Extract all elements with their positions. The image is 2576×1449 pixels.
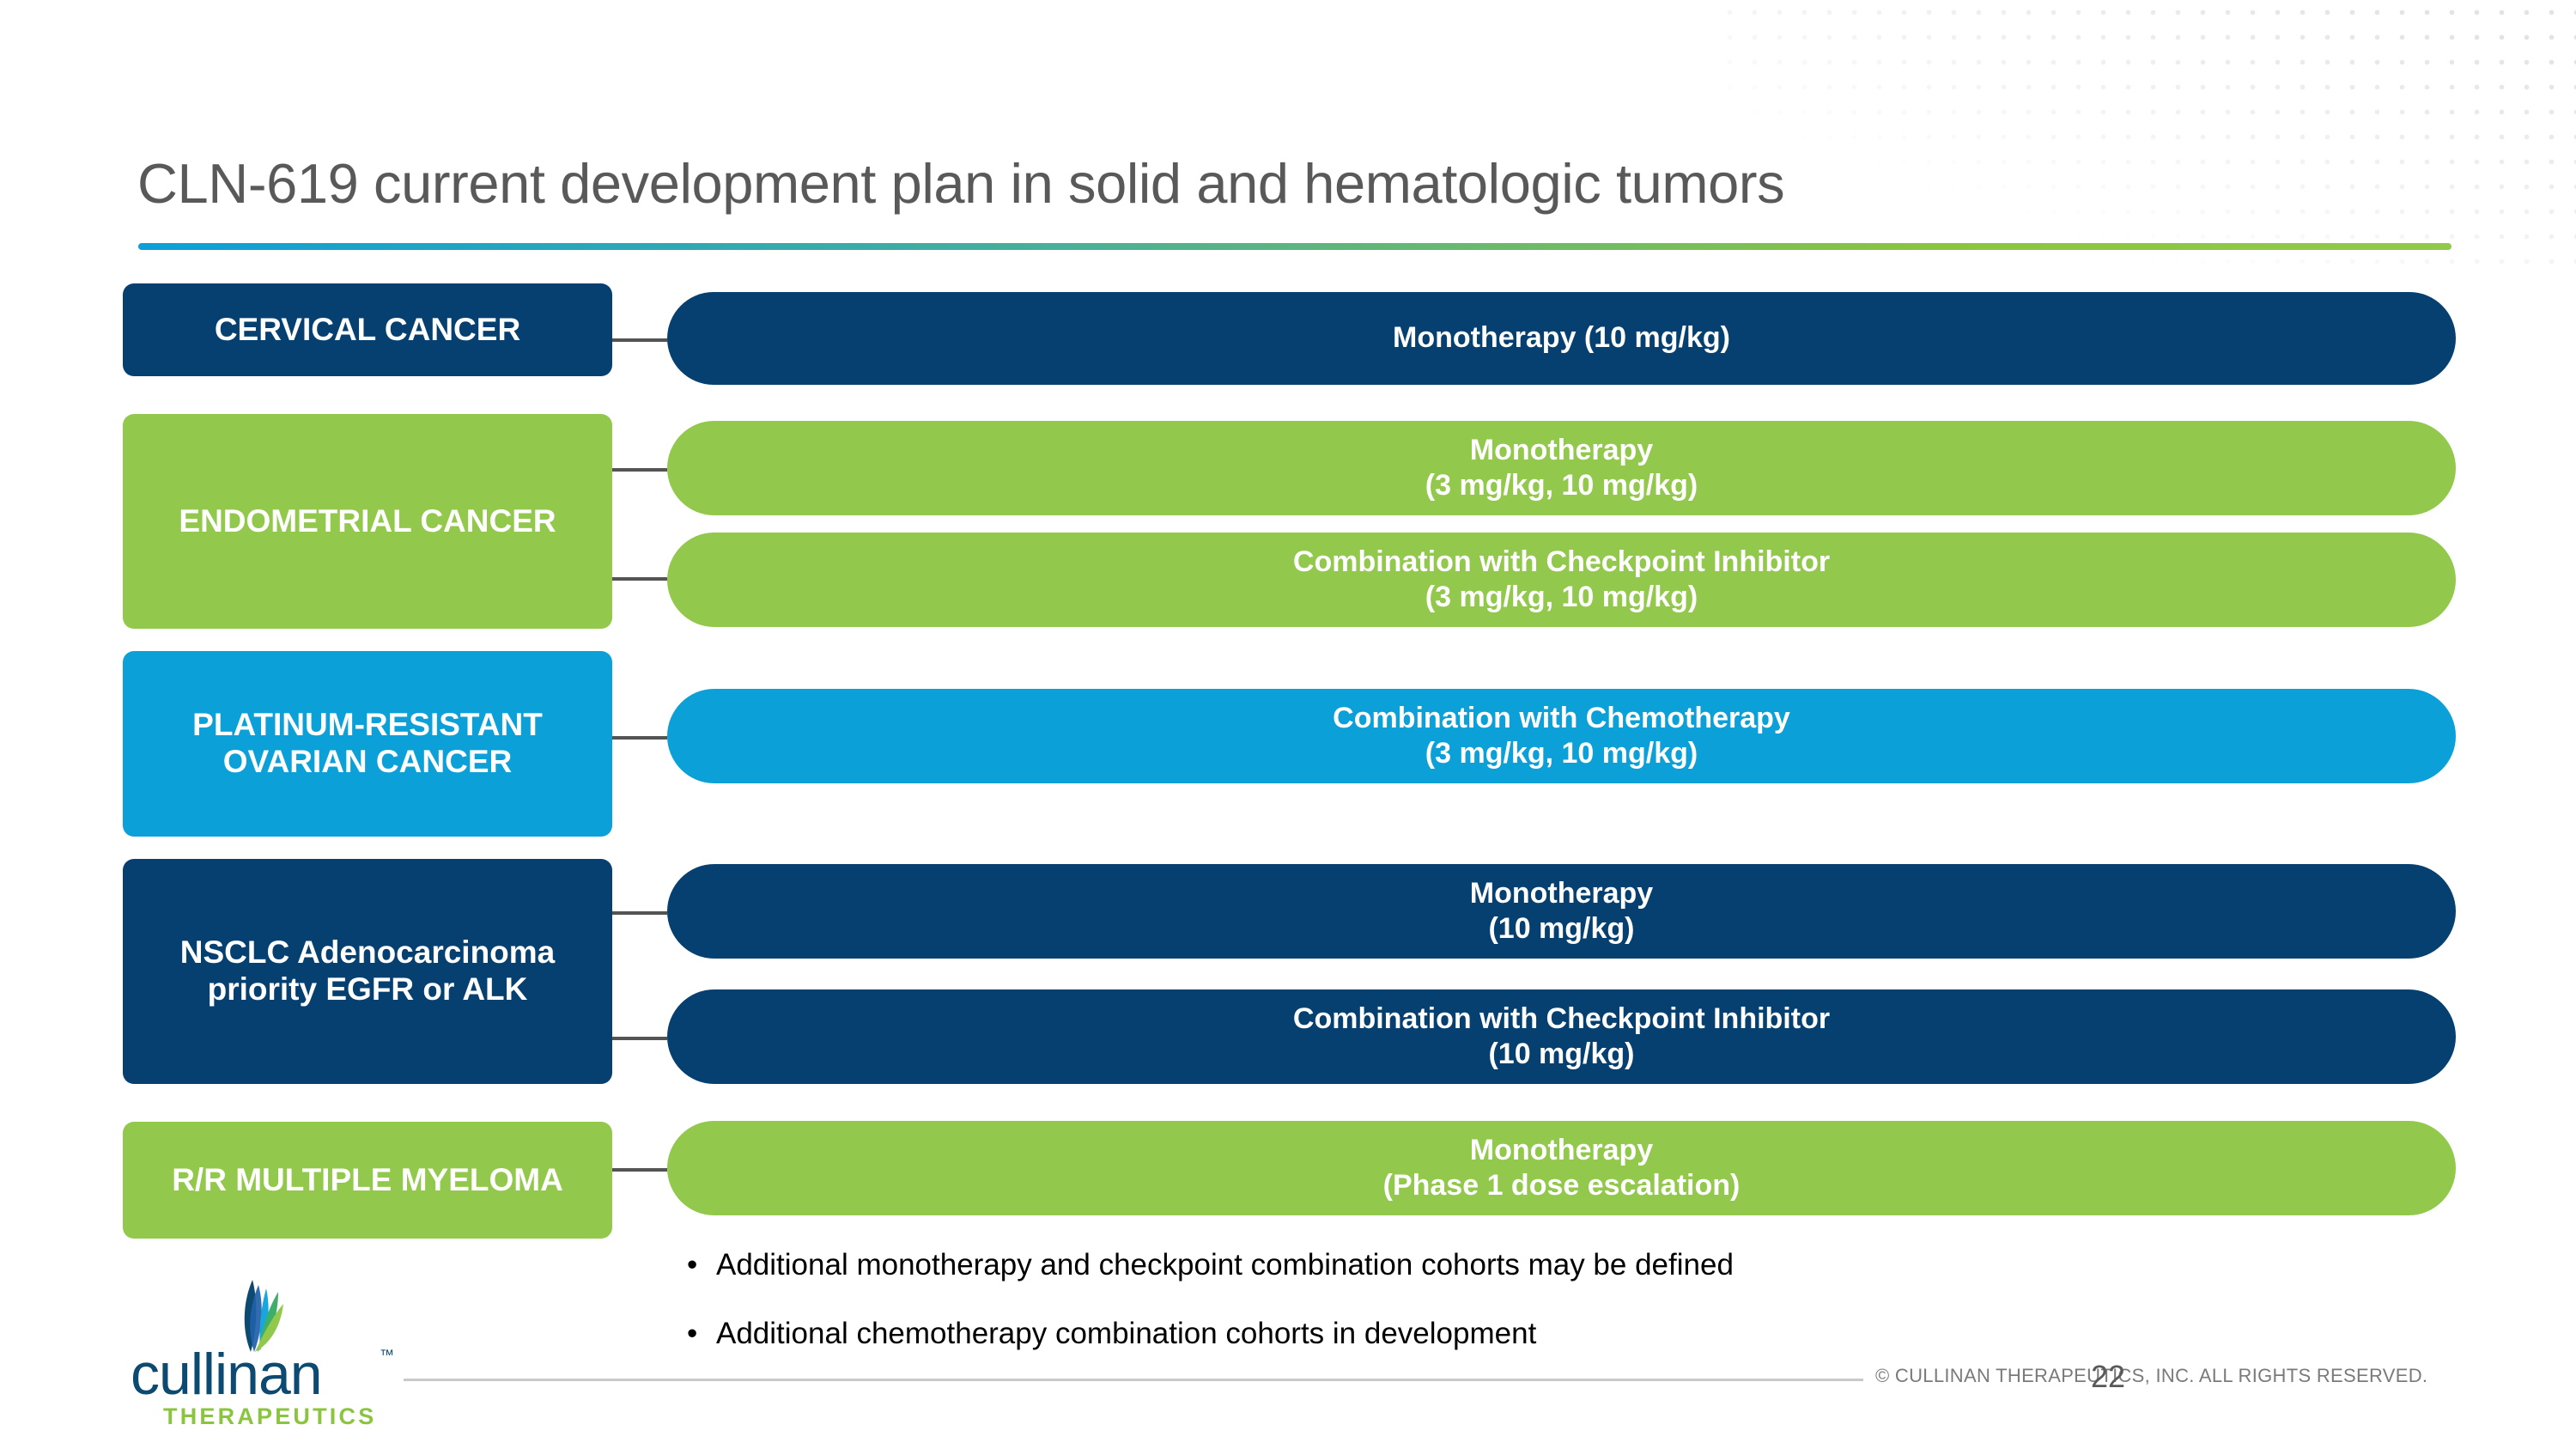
treatment-arm-line1: Monotherapy: [1469, 876, 1654, 910]
footnote-bullet-list: • Additional monotherapy and checkpoint …: [687, 1247, 2318, 1385]
treatment-arm-bar-cervical-monotherapy[interactable]: Monotherapy (10 mg/kg): [667, 292, 2456, 385]
title-underline-gradient-rule: [138, 243, 2451, 250]
bullet-marker-icon: •: [687, 1248, 698, 1282]
connector-line-myeloma: [612, 1168, 667, 1172]
indication-label-rr-multiple-myeloma[interactable]: R/R MULTIPLE MYELOMA: [123, 1122, 612, 1239]
indication-label-endometrial-cancer[interactable]: ENDOMETRIAL CANCER: [123, 414, 612, 629]
treatment-arm-line2: (10 mg/kg): [1488, 1038, 1635, 1070]
treatment-arm-line2: (3 mg/kg, 10 mg/kg): [1425, 581, 1698, 613]
connector-line-endometrial-combo: [612, 577, 667, 581]
bullet-marker-icon: •: [687, 1317, 698, 1350]
connector-line-endometrial-mono: [612, 468, 667, 472]
treatment-arm-text: Monotherapy (Phase 1 dose escalation): [1383, 1133, 1741, 1204]
connector-line-ovarian: [612, 736, 667, 740]
treatment-arm-bar-endometrial-checkpoint-combo[interactable]: Combination with Checkpoint Inhibitor (3…: [667, 533, 2456, 627]
treatment-arm-line1: Monotherapy (10 mg/kg): [1393, 321, 1730, 355]
logo-trademark-symbol: ™: [380, 1347, 394, 1363]
indication-label-text: R/R MULTIPLE MYELOMA: [172, 1161, 563, 1197]
treatment-arm-line2: (3 mg/kg, 10 mg/kg): [1425, 469, 1698, 502]
treatment-arm-line1: Combination with Checkpoint Inhibitor: [1292, 545, 1831, 578]
cullinan-therapeutics-logo: cullinan ™ THERAPEUTICS: [131, 1278, 414, 1428]
page-number: 22: [2091, 1359, 2126, 1394]
logo-wordmark: cullinan: [131, 1342, 323, 1407]
connector-line-nsclc-combo: [612, 1037, 667, 1040]
bullet-text: Additional chemotherapy combination coho…: [716, 1317, 1537, 1350]
treatment-arm-line1: Monotherapy: [1469, 1133, 1654, 1166]
treatment-arm-line1: Monotherapy: [1469, 433, 1654, 466]
treatment-arm-text: Monotherapy (10 mg/kg): [1393, 320, 1730, 356]
treatment-arm-line1: Combination with Checkpoint Inhibitor: [1292, 1002, 1831, 1035]
footer-divider-line: [404, 1379, 1863, 1381]
list-item: • Additional chemotherapy combination co…: [687, 1316, 2318, 1352]
indication-label-text: NSCLC Adenocarcinoma priority EGFR or AL…: [179, 935, 556, 1007]
treatment-arm-bar-nsclc-checkpoint-combo[interactable]: Combination with Checkpoint Inhibitor (1…: [667, 989, 2456, 1084]
treatment-arm-line2: (10 mg/kg): [1488, 912, 1635, 945]
indication-label-text: ENDOMETRIAL CANCER: [179, 502, 556, 539]
treatment-arm-bar-endometrial-monotherapy[interactable]: Monotherapy (3 mg/kg, 10 mg/kg): [667, 421, 2456, 515]
indication-label-cervical-cancer[interactable]: CERVICAL CANCER: [123, 283, 612, 376]
bullet-text: Additional monotherapy and checkpoint co…: [716, 1248, 1734, 1282]
connector-line-cervical: [612, 338, 667, 342]
logo-tagline: THERAPEUTICS: [163, 1403, 377, 1429]
treatment-arm-text: Monotherapy (10 mg/kg): [1470, 876, 1653, 947]
treatment-arm-text: Monotherapy (3 mg/kg, 10 mg/kg): [1425, 433, 1698, 504]
connector-line-nsclc-mono: [612, 911, 667, 915]
indication-label-text: PLATINUM-RESISTANT OVARIAN CANCER: [192, 707, 543, 779]
copyright-notice: © CULLINAN THERAPEUTICS, INC. ALL RIGHTS…: [1875, 1365, 2428, 1386]
treatment-arm-line1: Combination with Chemotherapy: [1333, 701, 1790, 734]
treatment-arm-line2: (3 mg/kg, 10 mg/kg): [1425, 737, 1698, 770]
treatment-arm-text: Combination with Checkpoint Inhibitor (3…: [1293, 545, 1830, 616]
treatment-arm-bar-nsclc-monotherapy[interactable]: Monotherapy (10 mg/kg): [667, 864, 2456, 959]
treatment-arm-bar-myeloma-monotherapy[interactable]: Monotherapy (Phase 1 dose escalation): [667, 1121, 2456, 1215]
cullinan-leaf-mark-icon: [244, 1280, 283, 1352]
page-title: CLN-619 current development plan in soli…: [137, 152, 1785, 215]
indication-label-nsclc[interactable]: NSCLC Adenocarcinoma priority EGFR or AL…: [123, 859, 612, 1084]
treatment-arm-text: Combination with Checkpoint Inhibitor (1…: [1293, 1002, 1830, 1073]
treatment-arm-bar-ovarian-chemo-combo[interactable]: Combination with Chemotherapy (3 mg/kg, …: [667, 689, 2456, 783]
list-item: • Additional monotherapy and checkpoint …: [687, 1247, 2318, 1283]
indication-label-text: CERVICAL CANCER: [214, 311, 521, 347]
indication-label-platinum-resistant-ovarian-cancer[interactable]: PLATINUM-RESISTANT OVARIAN CANCER: [123, 651, 612, 837]
treatment-arm-text: Combination with Chemotherapy (3 mg/kg, …: [1333, 701, 1790, 772]
treatment-arm-line2: (Phase 1 dose escalation): [1382, 1169, 1741, 1202]
